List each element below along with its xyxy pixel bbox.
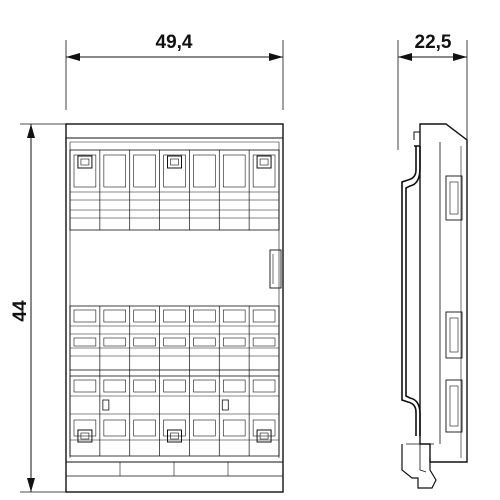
middle-terminal-slot — [222, 337, 246, 347]
screw-clamp — [256, 429, 272, 443]
upper-terminal-opening — [193, 154, 216, 188]
screw-clamp — [167, 155, 182, 169]
side-middle-terminal — [445, 311, 463, 359]
middle-terminal-opening — [103, 309, 127, 323]
middle-terminal-slot — [133, 337, 156, 347]
screw-clamp — [167, 429, 182, 443]
front-view — [65, 123, 284, 493]
width-dimension: 49,4 — [65, 32, 284, 110]
lower-terminal-slot — [133, 419, 156, 437]
lower-terminal-opening — [103, 379, 127, 393]
side-upper-terminal — [445, 175, 463, 221]
lower-terminal-slot — [222, 419, 246, 437]
height-dimension: 44 — [10, 123, 66, 493]
screw-clamp-inner — [259, 158, 269, 166]
din-rail — [401, 145, 420, 436]
mounting-foot — [401, 444, 437, 489]
middle-terminal-slot — [73, 337, 97, 347]
lower-terminal-slot — [252, 419, 276, 437]
width-dimension-label: 49,4 — [156, 32, 193, 53]
depth-dimension: 22,5 — [397, 32, 468, 150]
upper-terminal-opening — [103, 154, 127, 188]
middle-terminal-slot — [103, 337, 127, 347]
screw-clamp-inner — [170, 158, 179, 166]
side-lower-terminal — [445, 379, 463, 433]
screw-clamp — [256, 155, 272, 169]
middle-terminal-slot — [163, 337, 186, 347]
lower-terminal-slot — [103, 419, 127, 437]
screw-clamp-inner — [259, 432, 269, 440]
lower-terminal-opening — [193, 379, 216, 393]
middle-terminal-slot — [193, 337, 216, 347]
lower-terminal-slot — [193, 419, 216, 437]
middle-terminal-opening — [133, 309, 156, 323]
lower-terminal-opening — [163, 379, 186, 393]
screw-clamp — [77, 429, 93, 443]
height-dimension-label: 44 — [10, 300, 31, 322]
middle-terminal-opening — [222, 309, 246, 323]
side-latch — [269, 249, 282, 289]
screw-clamp-inner — [80, 158, 90, 166]
screw-clamp — [77, 155, 93, 169]
lower-terminal-opening — [222, 379, 246, 393]
lower-terminal-block — [69, 375, 280, 457]
screw-clamp-inner — [80, 432, 90, 440]
depth-dimension-label: 22,5 — [415, 32, 452, 53]
middle-terminal-opening — [163, 309, 186, 323]
terminal-marker — [221, 399, 229, 411]
lower-terminal-opening — [73, 379, 97, 393]
upper-terminal-opening — [73, 154, 97, 188]
upper-terminal-opening — [133, 154, 156, 188]
middle-terminal-slot — [252, 337, 276, 347]
terminal-marker — [102, 399, 110, 411]
middle-terminal-opening — [193, 309, 216, 323]
lower-terminal-opening — [252, 379, 276, 393]
upper-terminal-opening — [222, 154, 246, 188]
lower-terminal-opening — [133, 379, 156, 393]
middle-terminal-opening — [73, 309, 97, 323]
middle-terminal-opening — [252, 309, 276, 323]
lower-terminal-slot — [163, 419, 186, 437]
side-view — [401, 123, 468, 489]
screw-clamp-inner — [170, 432, 179, 440]
lower-terminal-slot — [73, 419, 97, 437]
upper-terminal-opening — [252, 154, 276, 188]
upper-terminal-opening — [163, 154, 186, 188]
